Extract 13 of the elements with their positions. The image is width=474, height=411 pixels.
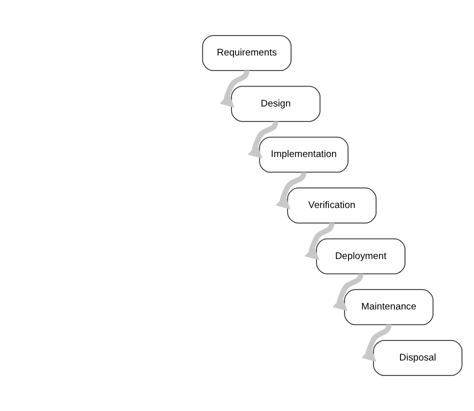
node-box: Design (231, 86, 320, 122)
arrow (332, 274, 364, 311)
node-box: Deployment (316, 238, 406, 274)
arrow (362, 324, 392, 362)
node-box: Implementation (259, 136, 348, 173)
arrow (276, 172, 306, 210)
arrow (248, 121, 278, 158)
node-box: Verification (287, 188, 377, 224)
node-box: Maintenance (344, 289, 434, 326)
arrow (304, 222, 334, 260)
node-box: Disposal (373, 340, 462, 376)
arrow (220, 70, 250, 108)
node-box: Requirements (202, 35, 292, 71)
